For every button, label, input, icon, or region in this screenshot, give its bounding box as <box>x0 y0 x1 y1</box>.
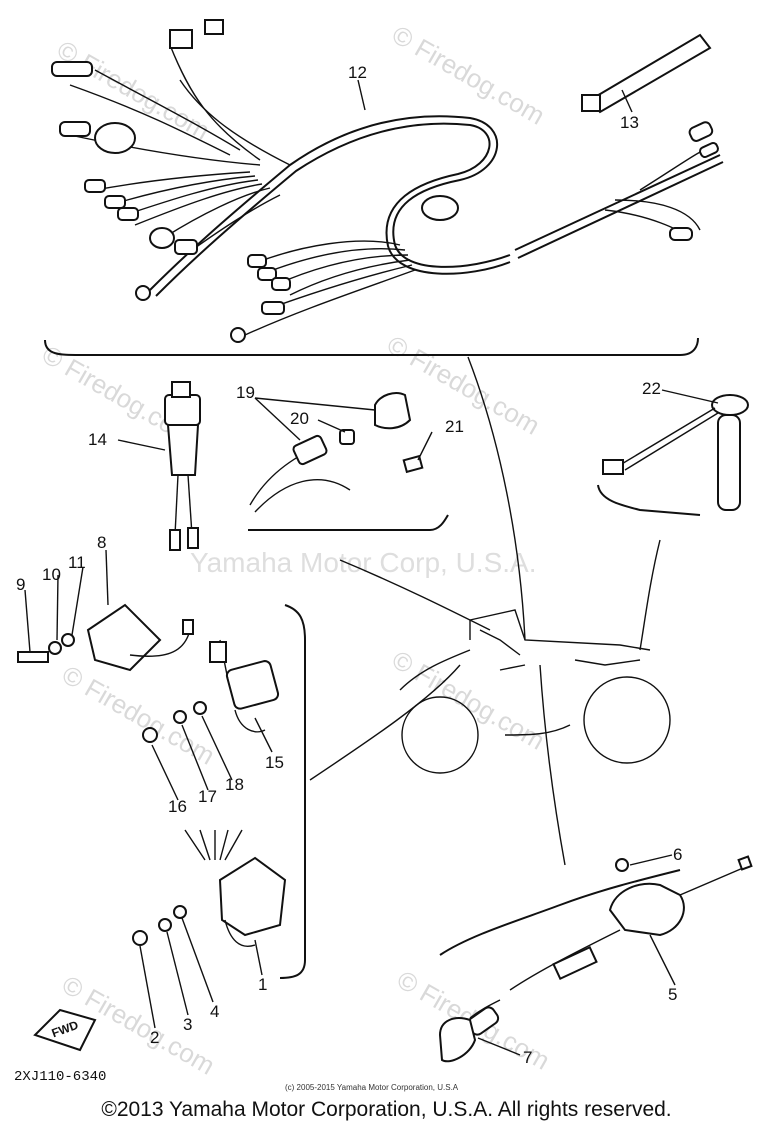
wire-harness <box>51 19 724 343</box>
callout-6: 6 <box>673 845 682 864</box>
callout-22: 22 <box>642 379 661 398</box>
callout-20: 20 <box>290 409 309 428</box>
group-bracket <box>279 604 306 979</box>
vehicle-outline <box>399 609 671 774</box>
group-bracket <box>44 337 699 356</box>
callout-15: 15 <box>265 753 284 772</box>
callout-leaders <box>24 79 719 1056</box>
cable-band <box>581 33 712 114</box>
watermark-firedog: © Firedog.com <box>387 19 550 130</box>
ignition-coil <box>142 639 280 743</box>
callouts: 1 2 3 4 5 6 7 8 9 10 11 12 13 14 15 16 1… <box>16 63 682 1067</box>
fwd-arrow: FWD <box>33 1008 97 1052</box>
main-switch <box>164 381 201 551</box>
callout-8: 8 <box>97 533 106 552</box>
callout-13: 13 <box>620 113 639 132</box>
callout-11: 11 <box>68 553 86 572</box>
callout-9: 9 <box>16 575 25 594</box>
callout-7: 7 <box>523 1048 532 1067</box>
watermark-firedog: © Firedog.com <box>387 644 550 755</box>
rectifier-regulator <box>132 829 287 947</box>
callout-14: 14 <box>88 430 107 449</box>
callout-5: 5 <box>668 985 677 1004</box>
watermark-layer: © Firedog.com © Firedog.com © Firedog.co… <box>37 19 555 1080</box>
leader-lines <box>309 356 661 866</box>
part-code: 2XJ110-6340 <box>14 1069 106 1085</box>
sensor-lead-group <box>248 392 449 531</box>
cdi-unit <box>17 603 194 672</box>
copyright-notice: ©2013 Yamaha Motor Corporation, U.S.A. A… <box>101 1098 672 1121</box>
callout-19: 19 <box>236 383 255 402</box>
spark-plug-wrench <box>597 394 749 516</box>
callout-18: 18 <box>225 775 244 794</box>
callout-10: 10 <box>42 565 61 584</box>
watermark-yamaha: Yamaha Motor Corp, U.S.A. <box>190 547 537 578</box>
callout-12: 12 <box>348 63 367 82</box>
callout-1: 1 <box>258 975 267 994</box>
callout-3: 3 <box>183 1015 192 1034</box>
callout-4: 4 <box>210 1002 219 1021</box>
callout-16: 16 <box>168 797 187 816</box>
callout-2: 2 <box>150 1028 159 1047</box>
callout-17: 17 <box>198 787 217 806</box>
callout-21: 21 <box>445 417 464 436</box>
watermark-firedog: © Firedog.com <box>57 659 220 770</box>
throttle-cable-group <box>438 855 753 1063</box>
copyright-small: (c) 2005-2015 Yamaha Motor Corporation, … <box>285 1083 459 1092</box>
